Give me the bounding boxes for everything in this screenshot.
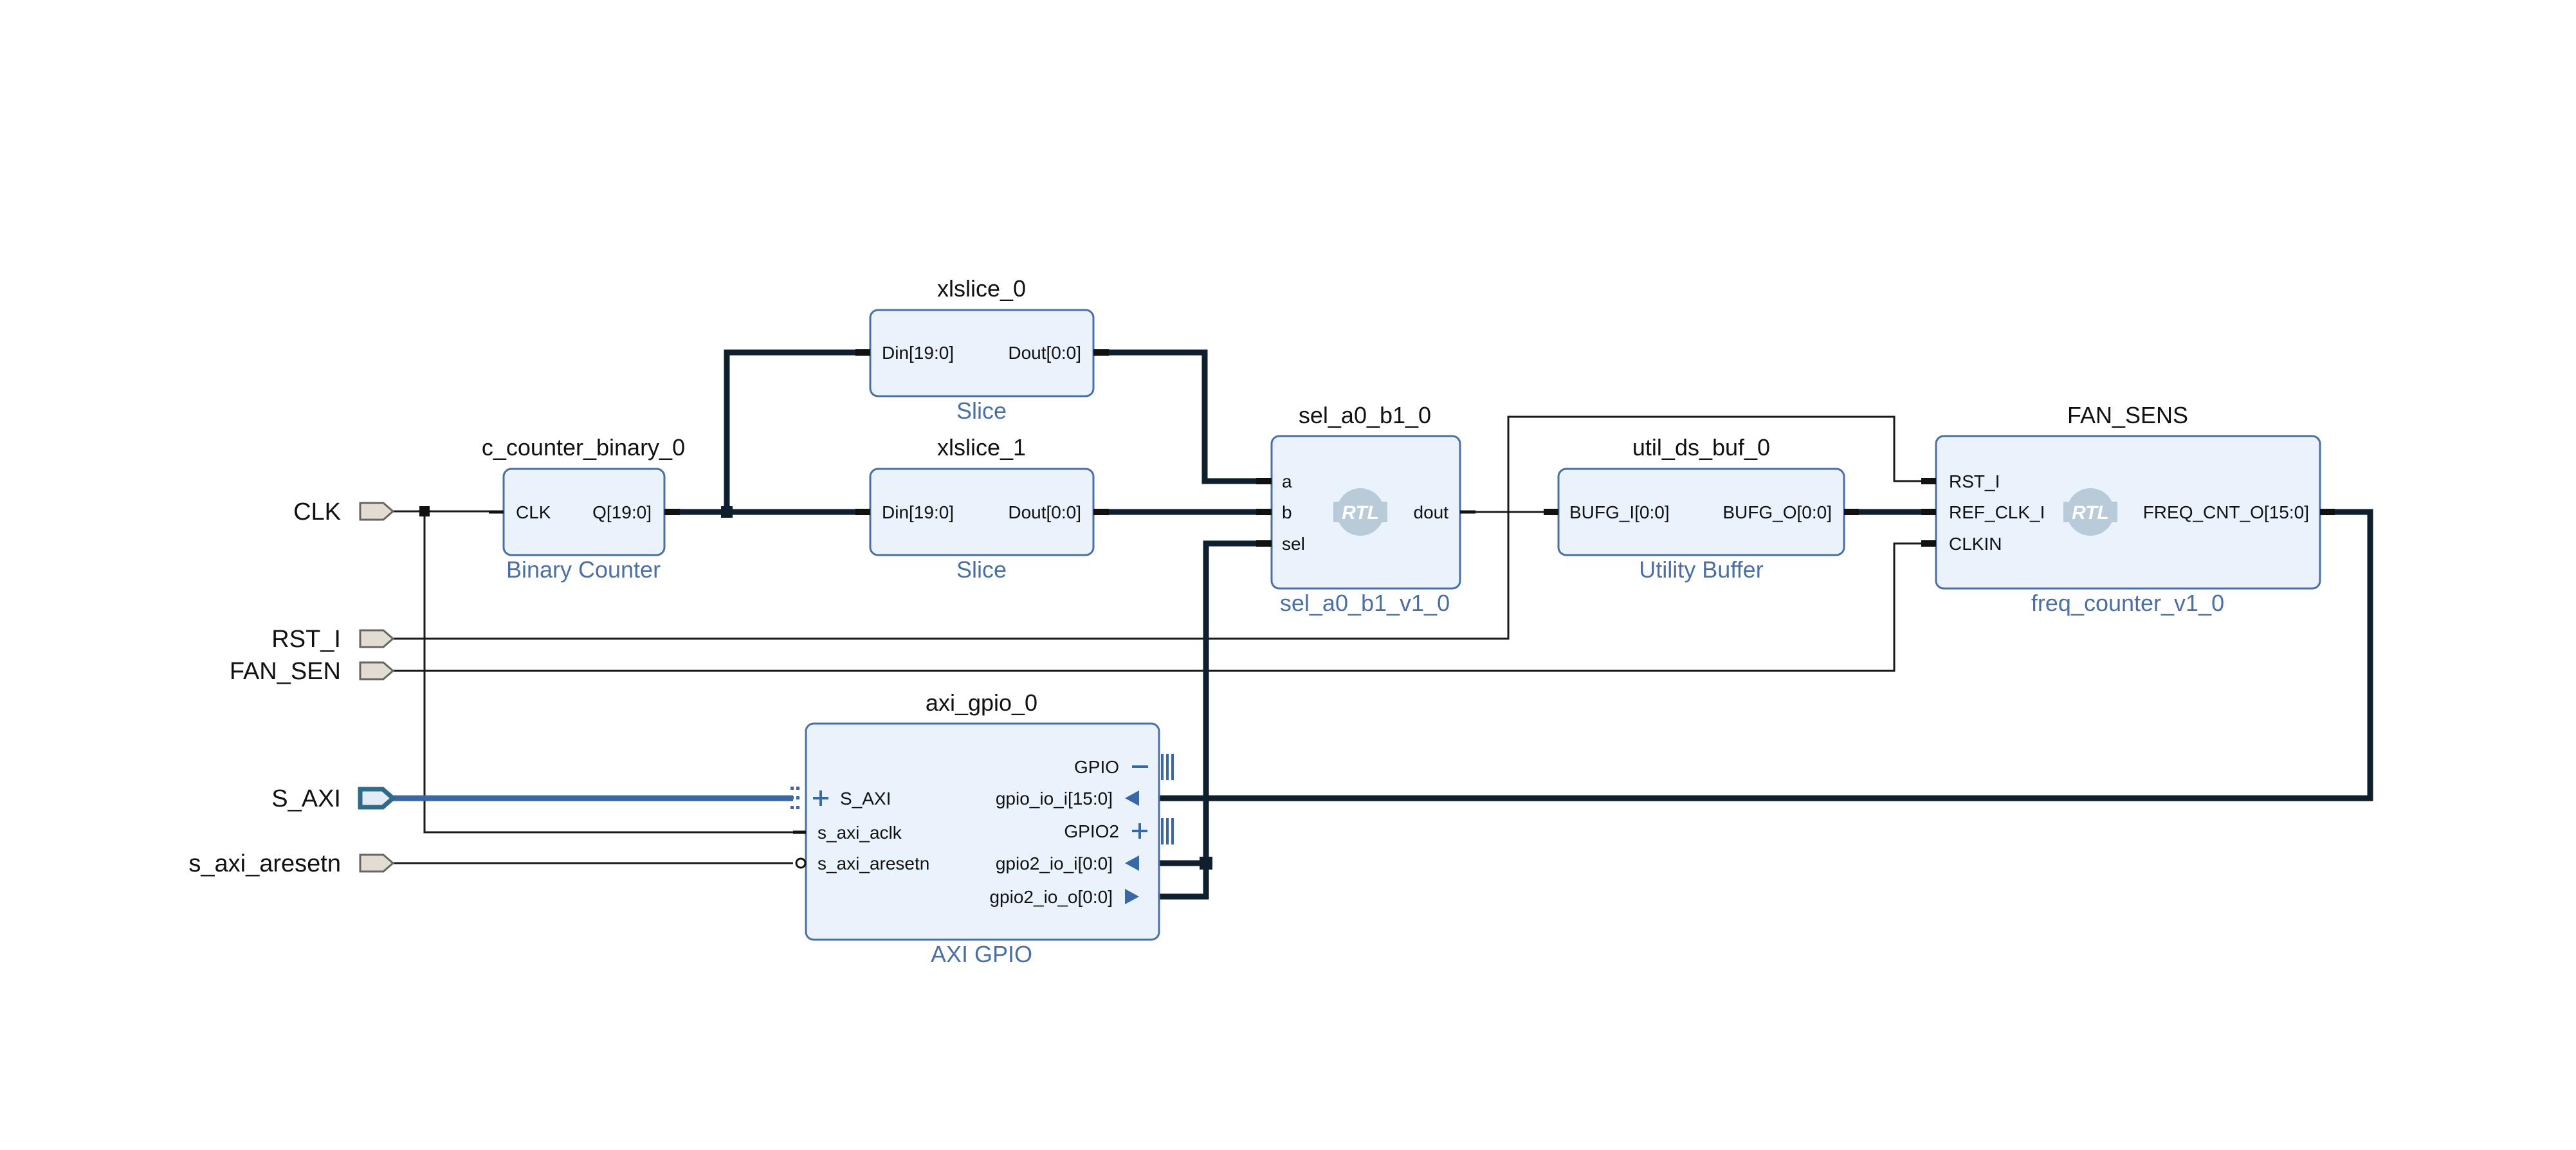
interface-plus-icon bbox=[1132, 823, 1147, 839]
ip-name: Binary Counter bbox=[506, 556, 661, 583]
external-port-icon bbox=[358, 787, 397, 810]
port-rst-i-label: RST_I bbox=[271, 626, 341, 653]
pin-s-axi: S_AXI bbox=[840, 789, 891, 808]
input-triangle-icon bbox=[1125, 855, 1139, 871]
ip-name: AXI GPIO bbox=[931, 941, 1032, 967]
rtl-badge-icon: RTL bbox=[1333, 488, 1387, 536]
pin-clkin[interactable]: CLKIN bbox=[1949, 534, 2002, 554]
external-port-icon bbox=[359, 502, 395, 521]
pin-gpio[interactable]: GPIO bbox=[1074, 757, 1119, 777]
port-clk[interactable]: CLK bbox=[293, 498, 395, 525]
pin-rst-i[interactable]: RST_I bbox=[1949, 471, 2000, 491]
ip-name: Slice bbox=[956, 556, 1007, 583]
pin-bufg-o[interactable]: BUFG_O[0:0] bbox=[1722, 502, 1832, 522]
port-s-axi[interactable]: S_AXI bbox=[271, 785, 397, 812]
instance-name: xlslice_0 bbox=[937, 275, 1026, 302]
pin-din[interactable]: Din[19:0] bbox=[882, 343, 954, 363]
pin-freq-cnt-o[interactable]: FREQ_CNT_O[15:0] bbox=[2143, 502, 2309, 522]
interface-dots-icon bbox=[790, 787, 799, 809]
port-s-axi-label: S_AXI bbox=[271, 785, 341, 812]
port-rst-i[interactable]: RST_I bbox=[271, 626, 395, 653]
pin-s-axi-aclk[interactable]: s_axi_aclk bbox=[818, 823, 902, 843]
pin-ref-clk-i[interactable]: REF_CLK_I bbox=[1949, 502, 2045, 522]
port-s-axi-aresetn[interactable]: s_axi_aresetn bbox=[188, 850, 395, 877]
pin-bufg-i[interactable]: BUFG_I[0:0] bbox=[1569, 502, 1670, 522]
block-c-counter-binary-0[interactable]: c_counter_binary_0 CLK Q[19:0] Binary Co… bbox=[482, 434, 685, 583]
bus-gpio2-sel[interactable] bbox=[1159, 540, 1272, 900]
active-low-bubble-icon bbox=[795, 857, 807, 869]
pin-gpio-io-i[interactable]: gpio_io_i[15:0] bbox=[996, 789, 1113, 808]
pin-s-axi-aresetn[interactable]: s_axi_aresetn bbox=[818, 853, 929, 873]
instance-name: sel_a0_b1_0 bbox=[1299, 402, 1431, 428]
pin-dout[interactable]: Dout[0:0] bbox=[1008, 502, 1081, 522]
block-sel-a0-b1-0[interactable]: sel_a0_b1_0 a b sel dout RTL sel_a0_b1_v… bbox=[1256, 402, 1475, 616]
pin-q[interactable]: Q[19:0] bbox=[592, 502, 652, 522]
wire-fan-sen[interactable] bbox=[393, 542, 1936, 672]
pin-dout[interactable]: dout bbox=[1414, 502, 1449, 522]
pin-gpio2[interactable]: GPIO2 bbox=[1064, 821, 1119, 841]
external-port-icon bbox=[359, 629, 395, 648]
instance-name: FAN_SENS bbox=[2067, 402, 2188, 428]
output-triangle-icon bbox=[1125, 889, 1139, 904]
junction-dot-icon bbox=[1200, 857, 1212, 870]
wire-rst-i[interactable] bbox=[393, 415, 1936, 640]
port-fan-sen[interactable]: FAN_SEN bbox=[230, 658, 395, 685]
instance-name: xlslice_1 bbox=[937, 434, 1026, 461]
pin-b[interactable]: b bbox=[1282, 502, 1292, 522]
pin-sel[interactable]: sel bbox=[1282, 534, 1305, 554]
external-ports: CLK RST_I FAN_SEN S_AXI s_axi_aresetn bbox=[188, 498, 397, 877]
port-s-axi-aresetn-label: s_axi_aresetn bbox=[188, 850, 341, 877]
block-xlslice-1[interactable]: xlslice_1 Din[19:0] Dout[0:0] Slice bbox=[855, 434, 1109, 583]
external-port-icon bbox=[359, 661, 395, 680]
bus-freq-cnt[interactable] bbox=[1159, 509, 2373, 801]
wire-clk-to-aclk[interactable] bbox=[423, 511, 793, 834]
junction-dot-icon bbox=[419, 506, 430, 516]
block-util-ds-buf-0[interactable]: util_ds_buf_0 BUFG_I[0:0] BUFG_O[0:0] Ut… bbox=[1544, 434, 1859, 583]
pin-gpio2-io-o[interactable]: gpio2_io_o[0:0] bbox=[989, 887, 1113, 907]
rtl-badge-text: RTL bbox=[1342, 502, 1379, 524]
block-fan-sens[interactable]: FAN_SENS RST_I REF_CLK_I CLKIN FREQ_CNT_… bbox=[1921, 402, 2335, 616]
external-port-icon bbox=[359, 853, 395, 873]
wires bbox=[393, 349, 2373, 900]
rtl-badge-icon: RTL bbox=[2063, 488, 2117, 536]
bus-counter-q-to-slice0[interactable] bbox=[724, 349, 870, 512]
ip-name: freq_counter_v1_0 bbox=[2031, 590, 2224, 616]
interface-plus-icon bbox=[813, 790, 828, 806]
block-axi-gpio-0[interactable]: axi_gpio_0 S_AXI s_axi_aclk s_axi_areset… bbox=[790, 689, 1174, 967]
bus-slice0-dout[interactable] bbox=[1093, 349, 1272, 484]
pin-s-axi-group[interactable]: S_AXI bbox=[790, 787, 891, 809]
port-fan-sen-label: FAN_SEN bbox=[230, 658, 341, 685]
instance-name: axi_gpio_0 bbox=[926, 689, 1037, 716]
bus-bars-icon bbox=[1161, 818, 1174, 844]
pin-gpio2-io-i[interactable]: gpio2_io_i[0:0] bbox=[996, 853, 1113, 873]
rtl-badge-text: RTL bbox=[2072, 502, 2109, 524]
junction-dot-icon bbox=[721, 506, 733, 518]
instance-name: util_ds_buf_0 bbox=[1632, 434, 1770, 461]
input-triangle-icon bbox=[1125, 790, 1139, 806]
ip-name: Slice bbox=[956, 397, 1007, 424]
pin-a[interactable]: a bbox=[1282, 471, 1292, 491]
pin-dout[interactable]: Dout[0:0] bbox=[1008, 343, 1081, 363]
block-xlslice-0[interactable]: xlslice_0 Din[19:0] Dout[0:0] Slice bbox=[855, 275, 1109, 424]
pin-clk[interactable]: CLK bbox=[516, 502, 551, 522]
pin-din[interactable]: Din[19:0] bbox=[882, 502, 954, 522]
port-clk-label: CLK bbox=[293, 498, 341, 525]
bus-bars-icon bbox=[1161, 754, 1174, 780]
ip-name: sel_a0_b1_v1_0 bbox=[1280, 590, 1450, 616]
instance-name: c_counter_binary_0 bbox=[482, 434, 685, 461]
ip-name: Utility Buffer bbox=[1639, 556, 1763, 583]
